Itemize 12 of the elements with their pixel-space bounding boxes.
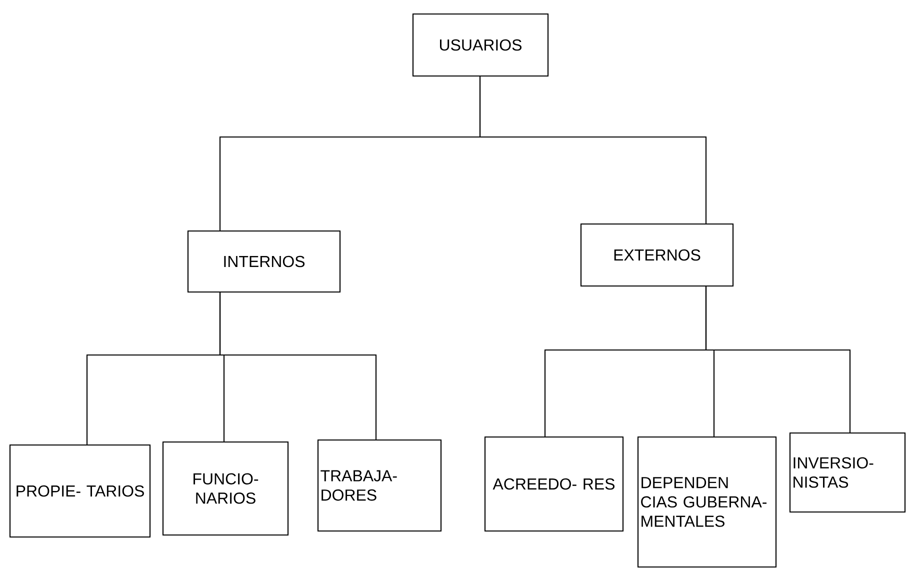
box: INTERNOS <box>187 230 341 293</box>
connector <box>219 292 377 440</box>
box: INVERSIO- NISTAS <box>789 432 906 513</box>
connector <box>479 76 707 224</box>
connector <box>705 286 851 432</box>
box: PROPIE- TARIOS <box>9 444 151 538</box>
box: FUNCIO- NARIOS <box>162 441 289 536</box>
box: TRABAJA- DORES <box>317 439 442 532</box>
box: USUARIOS <box>412 13 549 77</box>
box: DEPENDEN CIAS GUBERNA- MENTALES <box>637 436 777 568</box>
box: ACREEDO- RES <box>484 436 624 532</box>
box: EXTERNOS <box>580 223 734 287</box>
